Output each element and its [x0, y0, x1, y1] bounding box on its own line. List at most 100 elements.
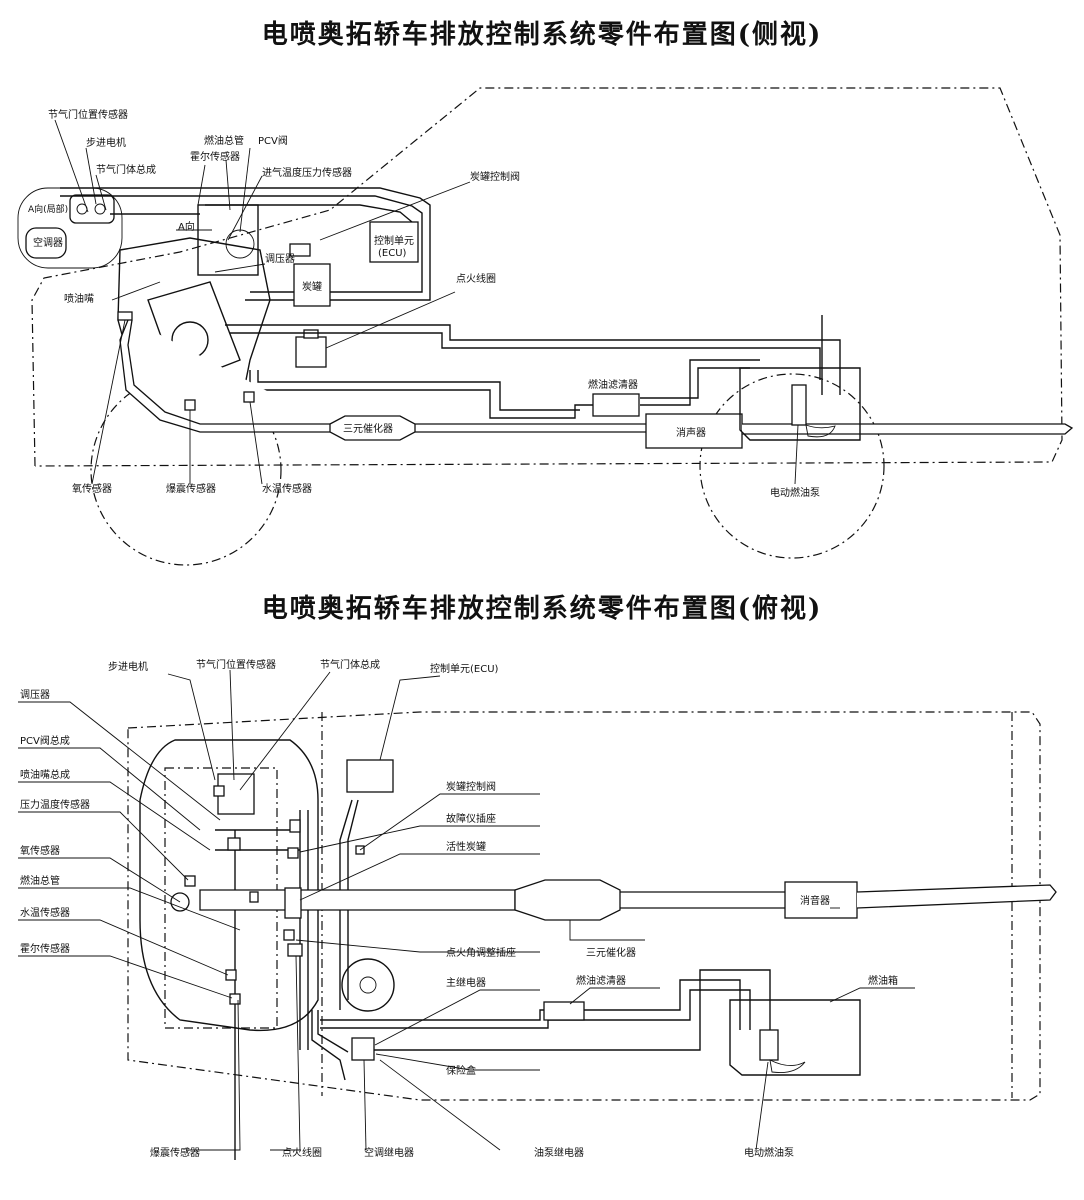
ac-unit: [25, 227, 67, 259]
top-car-body: [127, 711, 1041, 1101]
harness-upper-4: [205, 204, 413, 223]
top-leader-lines: [18, 669, 915, 1151]
muffler-box: [645, 413, 743, 449]
top-label-throttle-position-sensor: 节气门位置传感器: [196, 658, 276, 671]
label-pcv-valve: PCV阀: [258, 134, 288, 147]
fuel-tank: [739, 367, 861, 441]
label-ignition-coil: 点火线圈: [456, 272, 496, 285]
top-label-ecu: 控制单元(ECU): [430, 662, 499, 675]
top-label-activated-canister: 活性炭罐: [446, 840, 486, 853]
label-muffler: 消声器: [676, 426, 706, 439]
steering-hub: [359, 976, 377, 994]
top-label-pressure-temp-sensor: 压力温度传感器: [20, 798, 90, 811]
top-label-ignition-coil: 点火线圈: [282, 1146, 322, 1159]
knock-sensor-part: [184, 399, 196, 411]
top-label-diagnostic-socket: 故障仪插座: [446, 812, 496, 825]
label-canister: 炭罐: [302, 280, 322, 293]
side-view-diagram: 节气门位置传感器 步进电机 节气门体总成 霍尔传感器 燃油总管 PCV阀 进气温…: [17, 87, 1074, 566]
top-label-oxygen-sensor: 氧传感器: [20, 844, 60, 857]
label-coolant-temp-sensor: 水温传感器: [262, 482, 312, 495]
label-electric-fuel-pump: 电动燃油泵: [770, 486, 820, 499]
fuel-line-5: [640, 359, 760, 406]
top-fuel-filter: [543, 1001, 585, 1021]
label-intake-temp-pressure-sensor: 进气温度压力传感器: [262, 166, 352, 179]
top-label-fuel-tank: 燃油箱: [868, 974, 898, 987]
top-view-title: 电喷奥拓轿车排放控制系统零件布置图(俯视): [261, 594, 823, 624]
top-fuel-pump: [759, 1029, 779, 1061]
label-catalytic-converter: 三元催化器: [343, 422, 393, 435]
canister-box: [293, 263, 331, 307]
car-body-outline: [31, 87, 1063, 467]
label-injector: 喷油嘴: [64, 292, 94, 305]
label-throttle-position-sensor: 节气门位置传感器: [48, 108, 128, 121]
label-knock-sensor: 爆震传感器: [166, 482, 216, 495]
label-throttle-body: 节气门体总成: [96, 163, 156, 176]
label-a-direction: A向: [178, 220, 195, 233]
top-label-fuel-rail: 燃油总管: [20, 874, 60, 887]
label-oxygen-sensor: 氧传感器: [72, 482, 112, 495]
coolant-sensor-part: [243, 391, 255, 403]
fuel-line-6: [640, 367, 750, 399]
label-ecu-line1: 控制单元: [374, 234, 414, 247]
ecu-top-box: [346, 759, 394, 793]
top-sensor-parts: [170, 785, 365, 1005]
top-fuel-line-3: [370, 969, 771, 1051]
top-label-injector: 喷油嘴总成: [20, 768, 70, 781]
side-leader-lines: [54, 119, 799, 485]
top-fuse-box: [351, 1037, 375, 1061]
throttle-inset-circle-2: [94, 203, 106, 215]
throttle-inset-box: [69, 194, 115, 224]
top-fuel-tank: [729, 999, 861, 1076]
oxygen-sensor-part: [117, 311, 133, 321]
ignition-coil-cap: [303, 329, 319, 339]
fuel-line-2: [230, 332, 821, 380]
label-ecu-line2: (ECU): [378, 248, 407, 259]
harness-upper-1: [60, 187, 431, 301]
top-label-ac-relay: 空调继电器: [364, 1146, 414, 1159]
top-label-fuse-box: 保险盒: [446, 1064, 476, 1077]
top-label-stepper-motor: 步进电机: [108, 660, 148, 673]
label-air-conditioner: 空调器: [33, 236, 63, 249]
top-fuel-line-2: [320, 989, 751, 1030]
fuel-pump-filter: [805, 424, 836, 438]
top-label-knock-sensor: 爆震传感器: [150, 1146, 200, 1159]
top-fuel-pump-filter: [769, 1059, 806, 1073]
front-wheel: [90, 374, 282, 566]
rear-wheel: [699, 373, 885, 559]
fuel-filter-box: [592, 393, 640, 417]
top-exhaust-pipe: [199, 889, 516, 911]
engine-bay-outline: [139, 739, 319, 1032]
label-a-direction-inset: A向(局部): [28, 203, 68, 215]
top-label-throttle-body: 节气门体总成: [320, 658, 380, 671]
top-label-ignition-timing-socket: 点火角调整插座: [446, 946, 516, 959]
top-tail-pipe: [856, 884, 1057, 909]
top-label-catalytic-converter: 三元催化器: [586, 946, 636, 959]
top-muffler: [784, 881, 858, 919]
top-label-canister-control-valve: 炭罐控制阀: [446, 780, 496, 793]
top-exhaust-mid: [620, 891, 785, 909]
harness-upper-2: [60, 195, 423, 293]
tail-pipe: [742, 423, 1074, 435]
top-fuel-line-1: [320, 979, 741, 1030]
top-label-fuel-filter: 燃油滤清器: [576, 974, 626, 987]
canister-valve: [289, 243, 311, 257]
label-canister-control-valve: 炭罐控制阀: [470, 170, 520, 183]
top-label-coolant-temp-sensor: 水温传感器: [20, 906, 70, 919]
top-label-main-relay: 主继电器: [446, 976, 486, 989]
top-label-hall-sensor: 霍尔传感器: [20, 942, 70, 955]
top-view-diagram: 步进电机 节气门位置传感器 节气门体总成 控制单元(ECU) 调压器 PCV阀总…: [18, 658, 1057, 1160]
label-hall-sensor: 霍尔传感器: [190, 150, 240, 163]
top-catalytic-converter: [514, 879, 621, 921]
label-stepper-motor: 步进电机: [86, 136, 126, 149]
side-view-title: 电喷奥拓轿车排放控制系统零件布置图(侧视): [261, 20, 823, 50]
fuel-pump-box: [791, 384, 807, 426]
top-label-electric-fuel-pump: 电动燃油泵: [744, 1146, 794, 1159]
label-pressure-regulator: 调压器: [265, 253, 295, 265]
top-label-pcv-valve: PCV阀总成: [20, 734, 70, 747]
top-label-muffler: 消音器: [800, 894, 830, 907]
pcv-valve-part: [225, 229, 255, 259]
fuel-line-4: [257, 370, 580, 411]
ignition-coil-box: [295, 336, 327, 368]
label-fuel-filter: 燃油滤清器: [588, 378, 638, 391]
